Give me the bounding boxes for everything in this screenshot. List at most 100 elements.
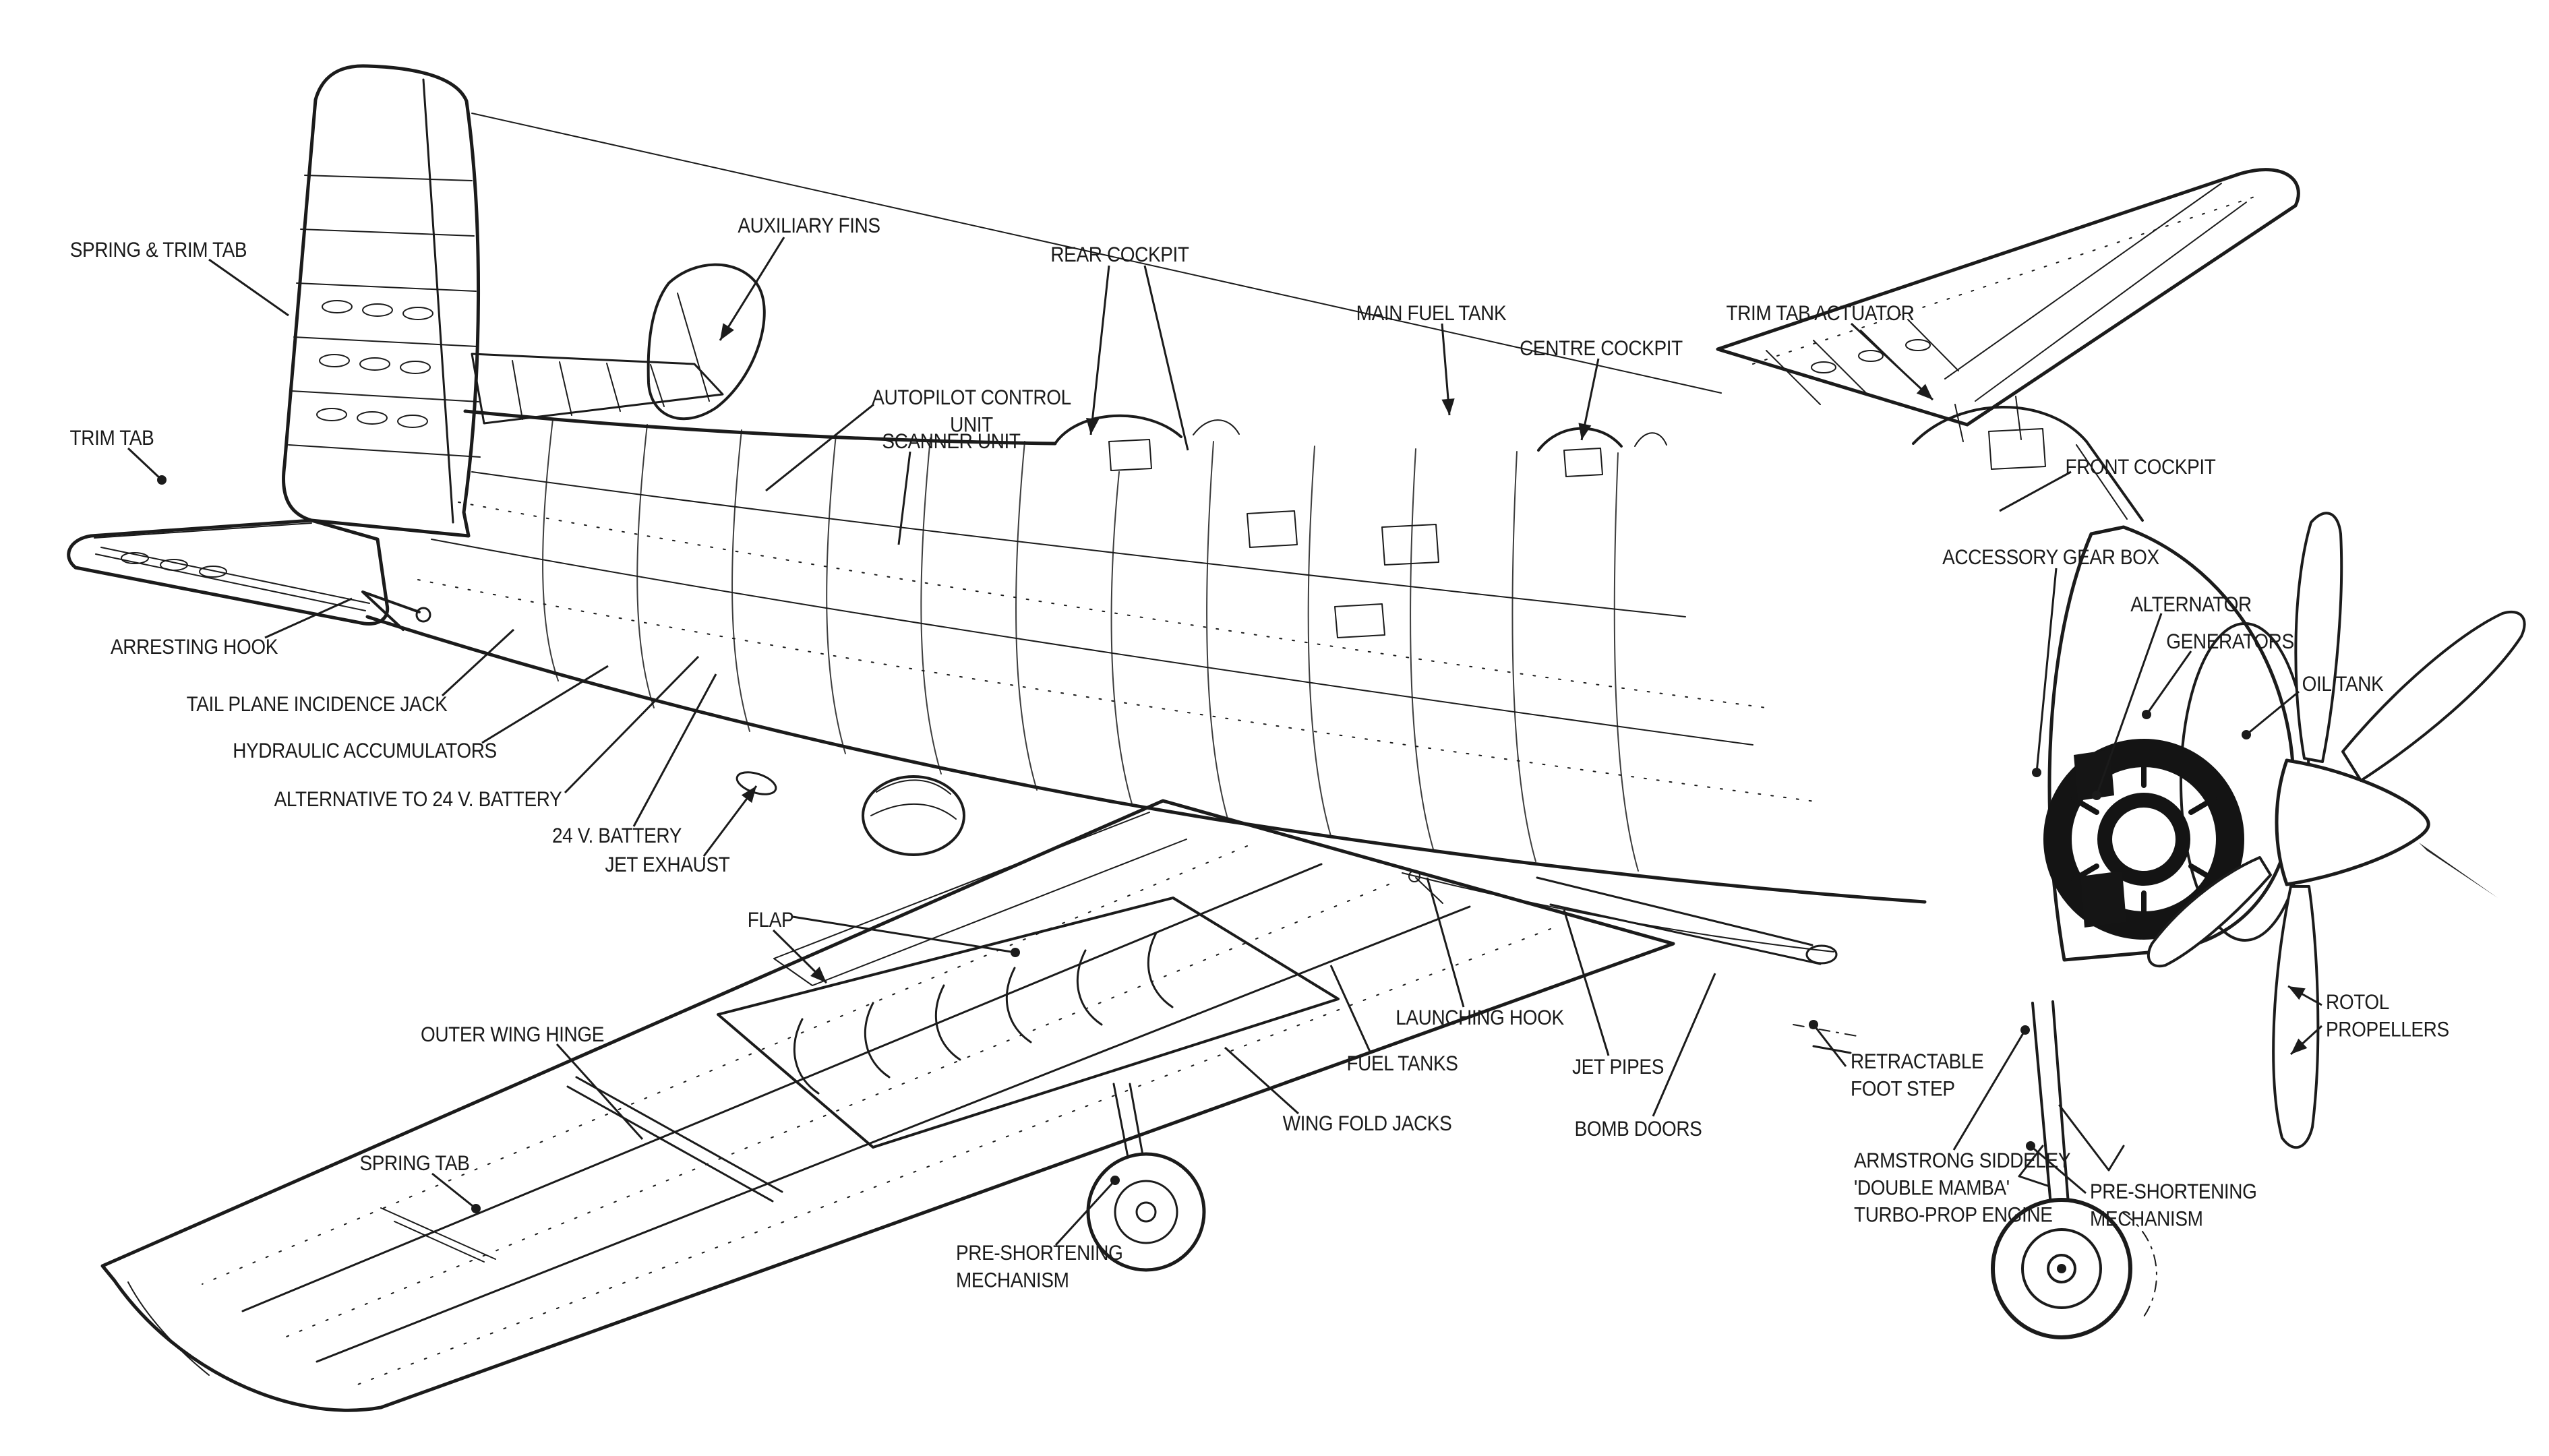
leader-line-jet-pipes: [1563, 909, 1610, 1056]
part-label-centre-cockpit: CENTRE COCKPIT: [1520, 336, 1683, 360]
cockpits: [1054, 396, 2144, 522]
scanner-radome: [862, 775, 965, 856]
arresting-hook-frame: [361, 590, 421, 631]
part-label-wing-fold-jacks: WING FOLD JACKS: [1282, 1112, 1452, 1135]
leader-line-spring-tab: [431, 1172, 477, 1210]
leader-arrow-main-fuel-tank: [1441, 398, 1455, 415]
leader-dot-generators: [2142, 710, 2151, 719]
wing-fold-hinge-line: [566, 1076, 783, 1203]
part-label-spring-tab: SPRING TAB: [359, 1151, 470, 1175]
part-label-flap: FLAP: [747, 908, 794, 932]
part-label-rear-cockpit: REAR COCKPIT: [1050, 243, 1189, 266]
part-label-hydraulic-accumulators: HYDRAULIC ACCUMULATORS: [233, 739, 497, 762]
leader-line-spring-and-trim-tab: [208, 258, 289, 317]
part-label-jet-exhaust: JET EXHAUST: [605, 853, 730, 876]
part-label-alternative-battery: ALTERNATIVE TO 24 V. BATTERY: [274, 787, 562, 811]
leader-arrow-flap: [810, 967, 827, 983]
leader-arrow-rear-cockpit: [1085, 417, 1100, 435]
leader-line-rear-cockpit: [1089, 265, 1110, 435]
leader-line-double-mamba-engine: [1952, 1029, 2027, 1151]
leader-line-generators: [2145, 650, 2192, 715]
part-label-launching-hook: LAUNCHING HOOK: [1396, 1006, 1564, 1029]
leader-dot-oil-tank: [2242, 730, 2251, 739]
leader-arrow-auxiliary-fins: [720, 323, 734, 340]
leader-dot-alternator: [2092, 791, 2101, 800]
part-label-battery-24v: 24 V. BATTERY: [552, 824, 682, 847]
leader-dot-flap: [1011, 948, 1020, 957]
part-label-generators: GENERATORS: [2166, 630, 2294, 653]
leader-line-rear-cockpit: [1143, 265, 1189, 451]
leader-line-trim-tab-actuator: [1850, 322, 1934, 401]
part-label-auxiliary-fins: AUXILIARY FINS: [738, 214, 880, 237]
leader-line-front-cockpit: [1999, 471, 2072, 512]
leader-line-battery-24v: [632, 673, 717, 827]
wing-starboard: [1716, 168, 2300, 427]
part-label-scanner-unit: SCANNER UNIT: [882, 429, 1021, 453]
part-label-oil-tank: OIL TANK: [2302, 672, 2384, 696]
belly-and-jet-pipes: [1402, 870, 1861, 1054]
part-label-pre-shortening-mechanism-stbd: PRE-SHORTENING MECHANISM: [2090, 1180, 2257, 1230]
leader-arrow-rotol-propellers: [2291, 1038, 2308, 1054]
part-label-main-fuel-tank: MAIN FUEL TANK: [1356, 301, 1507, 325]
part-label-outer-wing-hinge: OUTER WING HINGE: [420, 1023, 605, 1046]
part-label-front-cockpit: FRONT COCKPIT: [2065, 455, 2216, 479]
leader-line-bomb-doors: [1652, 973, 1716, 1117]
leader-arrow-jet-exhaust: [741, 786, 756, 803]
part-label-pre-shortening-mechanism-port: PRE-SHORTENING MECHANISM: [956, 1241, 1123, 1292]
propellers: [2147, 512, 2526, 1149]
leader-line-tail-plane-incidence-jack: [441, 628, 515, 697]
engine-and-nose: [2043, 525, 2498, 962]
leader-line-arresting-hook: [264, 597, 353, 639]
part-label-fuel-tanks: FUEL TANKS: [1346, 1052, 1458, 1075]
tailplane-starboard-aux-fins: [471, 263, 766, 425]
part-label-trim-tab-actuator: TRIM TAB ACTUATOR: [1726, 301, 1915, 325]
leader-line-wing-fold-jacks: [1224, 1046, 1300, 1115]
leader-arrow-trim-tab-actuator: [1916, 384, 1933, 400]
wing-port: [100, 799, 1675, 1412]
leader-line-retractable-foot-step: [1812, 1024, 1847, 1067]
leader-line-pre-shortening-mechanism-port: [1054, 1179, 1116, 1246]
leader-dot-accessory-gear-box: [2032, 768, 2041, 777]
part-label-accessory-gear-box: ACCESSORY GEAR BOX: [1942, 545, 2159, 569]
leader-line-trim-tab: [127, 447, 163, 481]
fuselage: [361, 409, 1927, 904]
leader-line-autopilot-control-unit: [765, 403, 874, 492]
leader-dot-pre-shortening-mechanism-port: [1110, 1176, 1120, 1185]
part-label-retractable-foot-step: RETRACTABLE FOOT STEP: [1851, 1050, 1984, 1100]
leader-line-outer-wing-hinge: [556, 1043, 644, 1141]
antenna-wire: [471, 113, 1722, 394]
tailplane-port: [67, 518, 390, 626]
radial-engine: [2043, 739, 2244, 940]
part-label-spring-and-trim-tab: SPRING & TRIM TAB: [69, 238, 247, 262]
leader-arrow-rotol-propellers: [2288, 986, 2306, 1000]
leader-dot-trim-tab: [157, 475, 167, 485]
leader-line-accessory-gear-box: [2035, 568, 2058, 773]
part-label-arresting-hook: ARRESTING HOOK: [110, 635, 278, 659]
leader-arrow-centre-cockpit: [1578, 423, 1592, 440]
part-label-bomb-doors: BOMB DOORS: [1574, 1117, 1702, 1141]
leader-line-launching-hook: [1426, 877, 1465, 1008]
leader-dot-retractable-foot-step: [1809, 1020, 1818, 1029]
part-label-jet-pipes: JET PIPES: [1572, 1055, 1664, 1079]
leader-line-fuel-tanks: [1329, 965, 1371, 1052]
part-label-trim-tab: TRIM TAB: [69, 426, 154, 450]
leader-line-hydraulic-accumulators: [481, 665, 609, 744]
leader-line-flap: [792, 915, 1016, 954]
part-label-alternator: ALTERNATOR: [2130, 593, 2252, 616]
part-label-rotol-propellers: ROTOL PROPELLERS: [2326, 990, 2449, 1041]
spinner: [2275, 758, 2430, 886]
fuselage-frames: [542, 419, 1639, 872]
leader-line-alternative-battery: [564, 655, 700, 794]
leader-line-alternator: [2095, 613, 2163, 796]
part-label-autopilot-control-unit: AUTOPILOT CONTROL UNIT: [872, 386, 1071, 436]
landing-gear-starboard: [1991, 1000, 2157, 1339]
part-label-tail-plane-incidence-jack: TAIL PLANE INCIDENCE JACK: [186, 692, 448, 716]
leader-dot-double-mamba-engine: [2020, 1025, 2030, 1035]
leader-line-oil-tank: [2246, 690, 2300, 736]
leader-dot-spring-tab: [471, 1204, 481, 1213]
leader-line-pre-shortening-mechanism-stbd: [2030, 1145, 2087, 1194]
part-label-double-mamba-engine: ARMSTRONG SIDDELEY 'DOUBLE MAMBA' TURBO-…: [1854, 1149, 2071, 1227]
leader-dot-pre-shortening-mechanism-stbd: [2026, 1141, 2035, 1151]
